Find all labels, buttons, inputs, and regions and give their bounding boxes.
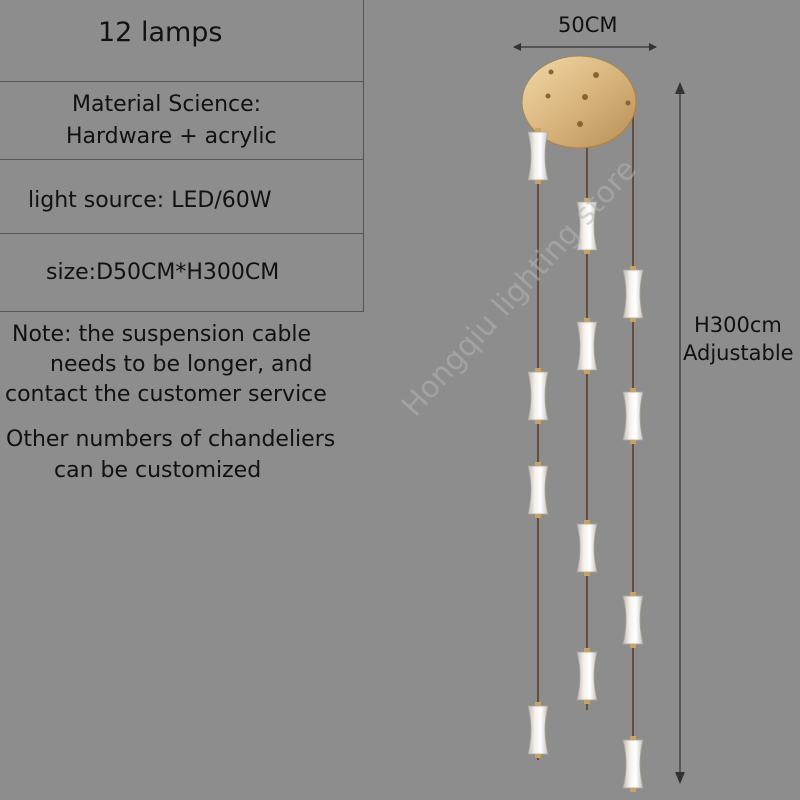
spec-panel: 12 lamps Material Science: Hardware + ac…	[0, 0, 364, 800]
height-label: H300cm	[694, 313, 782, 337]
width-dimension-line	[513, 43, 657, 51]
spec-row-light-source	[0, 160, 364, 234]
lamp-count-title: 12 lamps	[98, 17, 223, 48]
height-adjustable-label: Adjustable	[683, 341, 794, 365]
spec-row-lamps	[0, 0, 364, 82]
custom-line-1: Other numbers of chandeliers	[6, 427, 336, 452]
light-source-text: light source: LED/60W	[28, 188, 272, 213]
note-line-3: contact the customer service	[5, 382, 327, 407]
height-dimension-line	[675, 82, 685, 784]
note-line-1: Note: the suspension cable	[12, 322, 312, 347]
custom-line-2: can be customized	[54, 458, 262, 483]
spec-row-material	[0, 82, 364, 160]
ceiling-canopy	[521, 55, 637, 149]
note-line-2: needs to be longer, and	[50, 352, 313, 377]
spec-divider	[363, 0, 364, 312]
material-value: Hardware + acrylic	[66, 124, 277, 149]
material-label: Material Science:	[72, 92, 262, 117]
size-text: size:D50CM*H300CM	[46, 260, 280, 285]
spec-row-size	[0, 234, 364, 312]
width-label: 50CM	[558, 13, 618, 37]
